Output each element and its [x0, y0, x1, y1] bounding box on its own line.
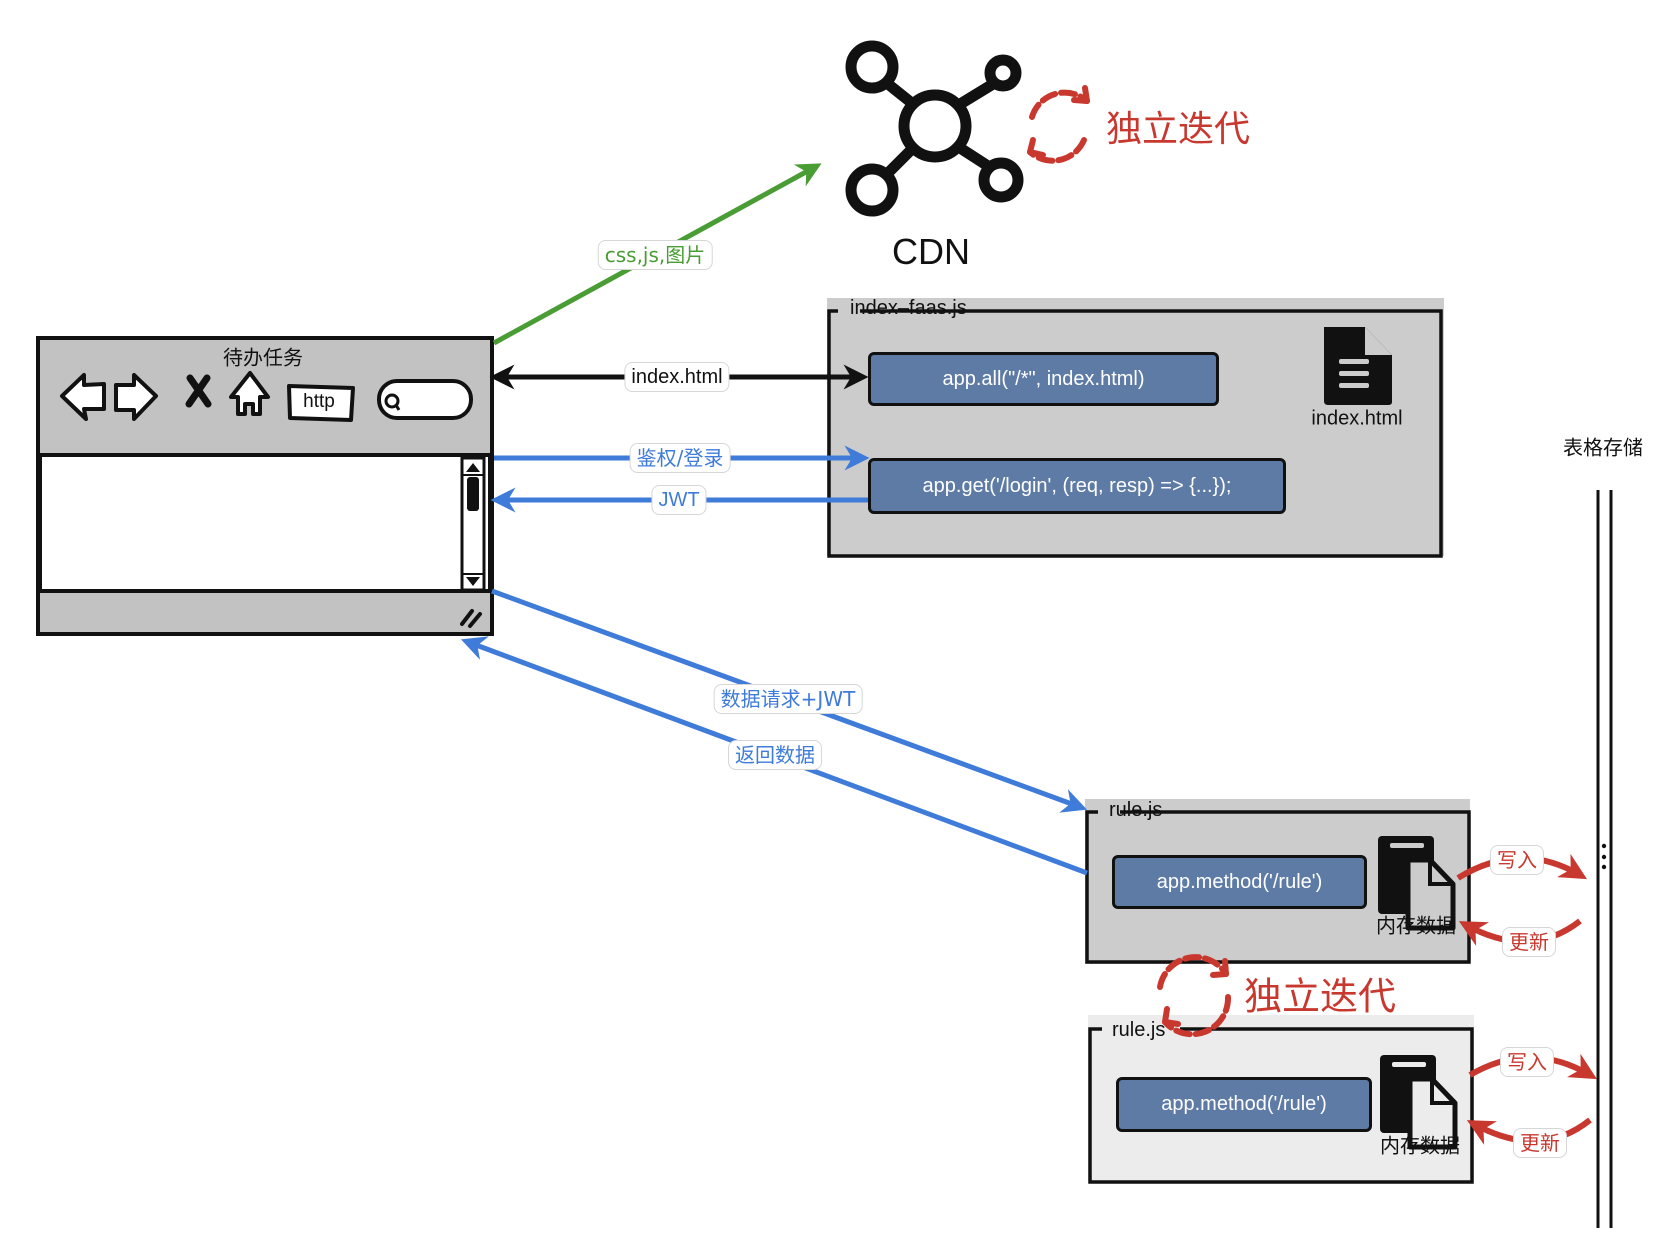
rule-iteration-label: 独立迭代 — [1243, 974, 1397, 1019]
edge-label-return-data: 返回数据 — [728, 740, 822, 770]
cdn-iteration-label: 独立迭代 — [1105, 109, 1251, 150]
html-file-icon — [1324, 327, 1392, 405]
stop-icon[interactable] — [185, 374, 212, 408]
search-icon-handle — [394, 404, 401, 411]
index-faas-title: index–faas.js — [850, 297, 967, 319]
edge-label-auth-login: 鉴权/登录 — [629, 443, 731, 473]
edge-label-index-html: index.html — [624, 362, 730, 392]
table-storage — [1596, 490, 1613, 1228]
cdn-label: CDN — [892, 231, 970, 272]
search-field[interactable] — [377, 379, 473, 420]
rule-2-memory-label: 内存数据 — [1380, 1133, 1460, 1158]
url-field[interactable] — [287, 384, 355, 422]
edge-label-write-2: 写入 — [1500, 1047, 1554, 1077]
memory-data-icon — [1378, 836, 1456, 931]
scroll-thumb[interactable] — [467, 477, 479, 511]
edge-label-data-request: 数据请求+JWT — [713, 684, 863, 714]
rule-1-title: rule.js — [1109, 799, 1163, 821]
edge-label-write-1: 写入 — [1490, 845, 1544, 875]
edge-label-update-1: 更新 — [1502, 927, 1556, 957]
browser-window — [36, 336, 494, 636]
back-arrow-icon[interactable] — [60, 373, 106, 421]
edge-label-update-2: 更新 — [1513, 1128, 1567, 1158]
rule-2-method-box[interactable]: app.method('/rule') — [1116, 1077, 1372, 1132]
browser-content-area — [38, 453, 492, 593]
storage-label: 表格存储 — [1563, 435, 1643, 460]
home-icon[interactable] — [229, 371, 270, 416]
memory-data-icon — [1380, 1055, 1458, 1150]
cdn-refresh-icon — [1027, 85, 1090, 164]
url-label: http — [303, 391, 335, 412]
cdn-icon — [845, 40, 1024, 217]
route-login-box[interactable]: app.get('/login', (req, resp) => {...}); — [868, 458, 1286, 514]
browser-title: 待办任务 — [223, 345, 303, 370]
scroll-down-icon[interactable] — [466, 577, 480, 586]
scroll-up-icon[interactable] — [466, 463, 480, 472]
edge-label-jwt: JWT — [651, 485, 707, 515]
rule-refresh-icon — [1157, 954, 1232, 1038]
scrollbar[interactable] — [460, 456, 486, 592]
html-file-label: index.html — [1311, 407, 1403, 430]
resize-grip-icon[interactable] — [460, 609, 482, 628]
rule-2-title: rule.js — [1112, 1019, 1166, 1041]
rule-1-memory-label: 内存数据 — [1376, 913, 1456, 938]
route-all-box[interactable]: app.all("/*", index.html) — [868, 352, 1219, 406]
search-icon — [384, 393, 400, 409]
rule-1-method-box[interactable]: app.method('/rule') — [1112, 855, 1367, 909]
edge-label-static-assets: css,js,图片 — [597, 240, 713, 270]
forward-arrow-icon[interactable] — [114, 373, 158, 421]
